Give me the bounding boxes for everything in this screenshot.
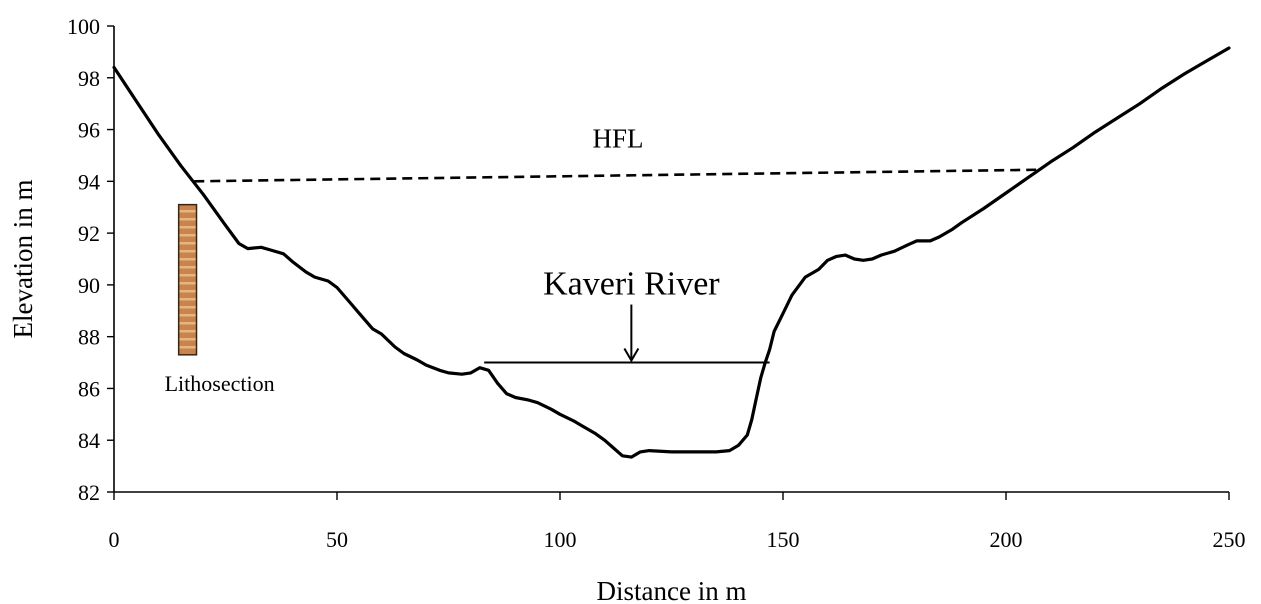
x-ticks: 0 50 100 150 200 250 [109,492,1246,552]
y-tick-label-90: 90 [78,273,100,298]
series-elevation-profile [112,46,1231,459]
x-axis-label: Distance in m [597,576,747,604]
y-tick-label-96: 96 [78,118,100,143]
lithosection-column [177,203,198,356]
river-label: Kaveri River [543,266,720,303]
river-arrow-head [623,348,640,363]
hfl-line [194,168,1042,183]
lithosection-label: Lithosection [165,371,275,396]
river: Kaveri River [484,266,770,364]
y-axis-label: Elevation in m [8,180,38,339]
x-tick-label-200: 200 [990,527,1023,552]
y-ticks: 82 84 86 88 90 92 94 96 98 100 [67,14,114,505]
hfl: HFL [194,124,1042,183]
hfl-label: HFL [592,124,643,154]
y-tick-label-100: 100 [67,14,100,39]
x-tick-label-0: 0 [109,527,120,552]
y-tick-label-86: 86 [78,376,100,401]
axes [113,26,1229,493]
x-tick-label-50: 50 [326,527,348,552]
y-tick-label-84: 84 [78,428,100,453]
y-tick-label-94: 94 [78,169,100,194]
y-tick-label-92: 92 [78,221,100,246]
y-tick-label-88: 88 [78,325,100,350]
x-tick-label-250: 250 [1213,527,1246,552]
y-tick-label-82: 82 [78,480,100,505]
y-tick-label-98: 98 [78,66,100,91]
x-tick-label-150: 150 [767,527,800,552]
x-tick-label-100: 100 [544,527,577,552]
lithosection: Lithosection [165,203,275,396]
